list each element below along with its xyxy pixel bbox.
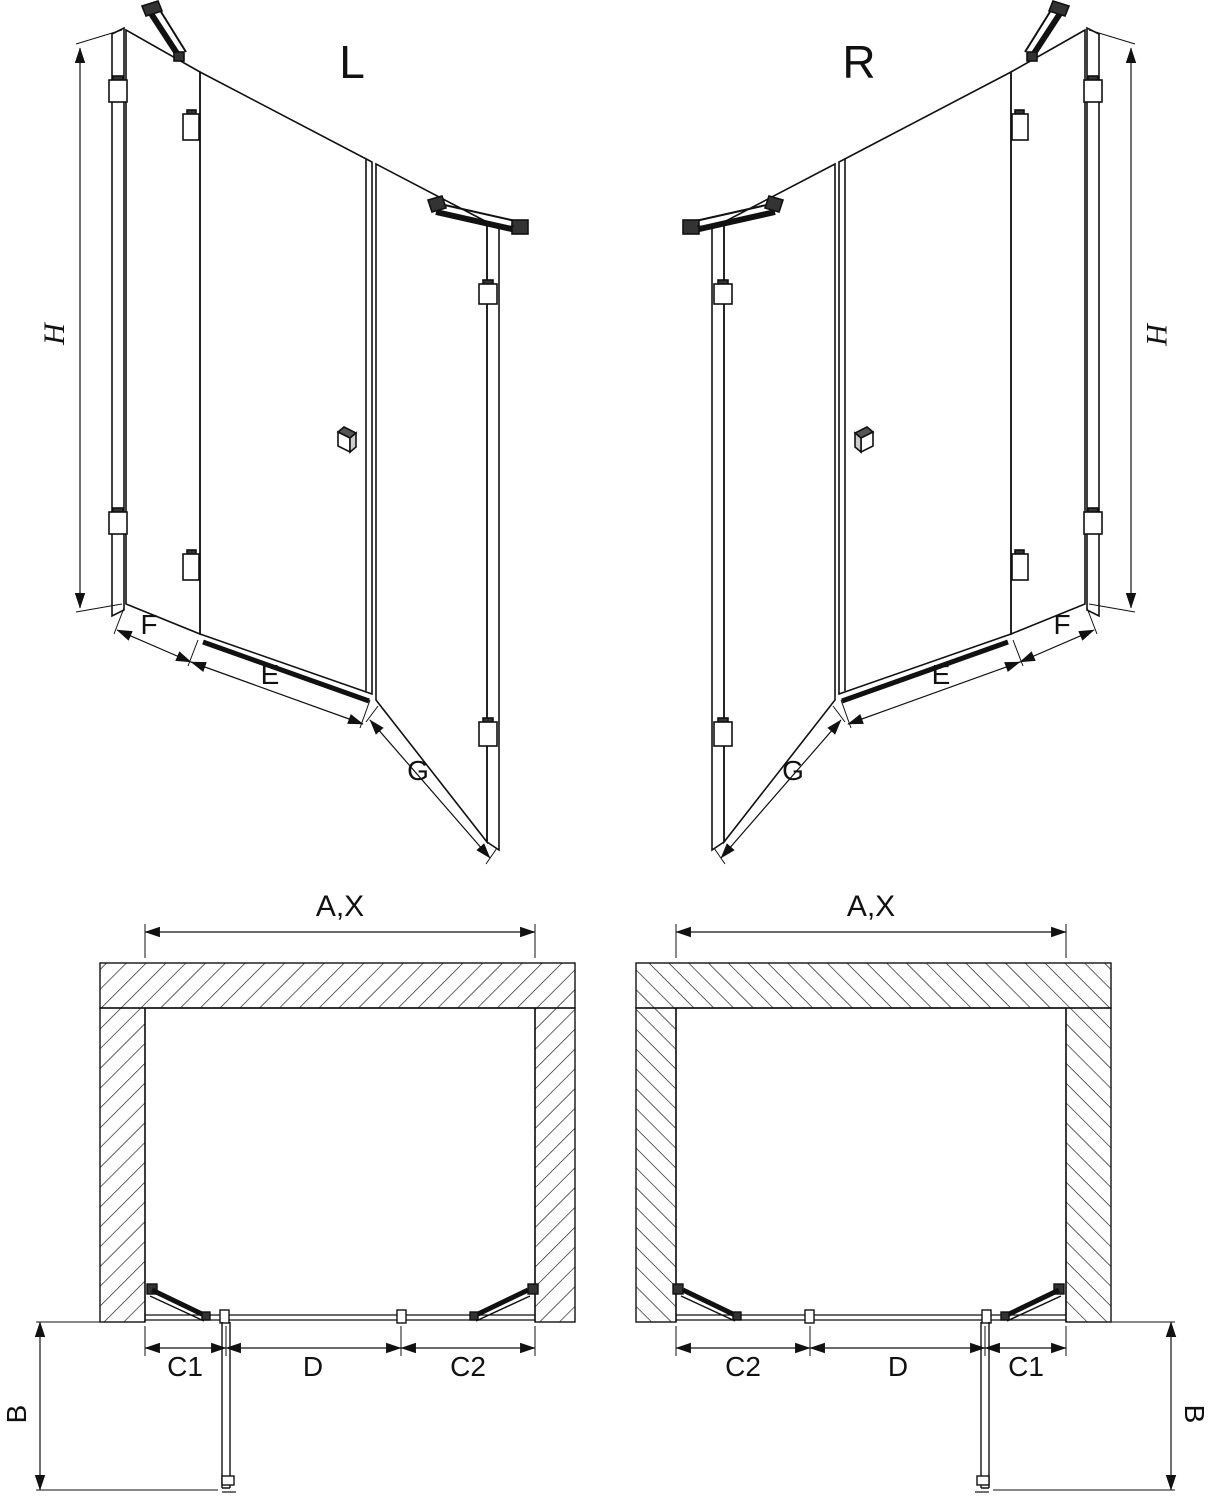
plan-left-view: A,X C1 D C2 B (1, 890, 575, 1492)
variant-label-left: L (339, 36, 365, 88)
dim-label-E-left: E (261, 659, 280, 690)
dim-label-C1-left: C1 (167, 1351, 203, 1382)
dim-label-G-left: G (407, 755, 429, 786)
dim-label-F-right: F (1053, 609, 1070, 640)
dim-label-G-right: G (782, 755, 804, 786)
dim-label-H-left: H (38, 321, 71, 346)
front-left-view: L H F E G (38, 1, 528, 864)
dim-label-C2-right: C2 (725, 1351, 761, 1382)
plan-right-view: A,X C2 D C1 B (636, 890, 1210, 1492)
dim-label-F-left: F (140, 609, 157, 640)
dim-label-C2-left: C2 (450, 1351, 486, 1382)
dim-label-D-right: D (888, 1351, 908, 1382)
front-right-view: R H F E G (683, 1, 1173, 864)
dim-label-H-right: H (1140, 322, 1173, 347)
dim-label-AX-right: A,X (847, 890, 895, 923)
dim-label-E-right: E (932, 659, 951, 690)
dim-label-C1-right: C1 (1008, 1351, 1044, 1382)
variant-label-right: R (842, 36, 875, 88)
dim-label-AX-left: A,X (316, 890, 364, 923)
dim-label-B-right: B (1179, 1405, 1210, 1424)
dim-label-D-left: D (303, 1351, 323, 1382)
dim-label-B-left: B (1, 1405, 32, 1424)
